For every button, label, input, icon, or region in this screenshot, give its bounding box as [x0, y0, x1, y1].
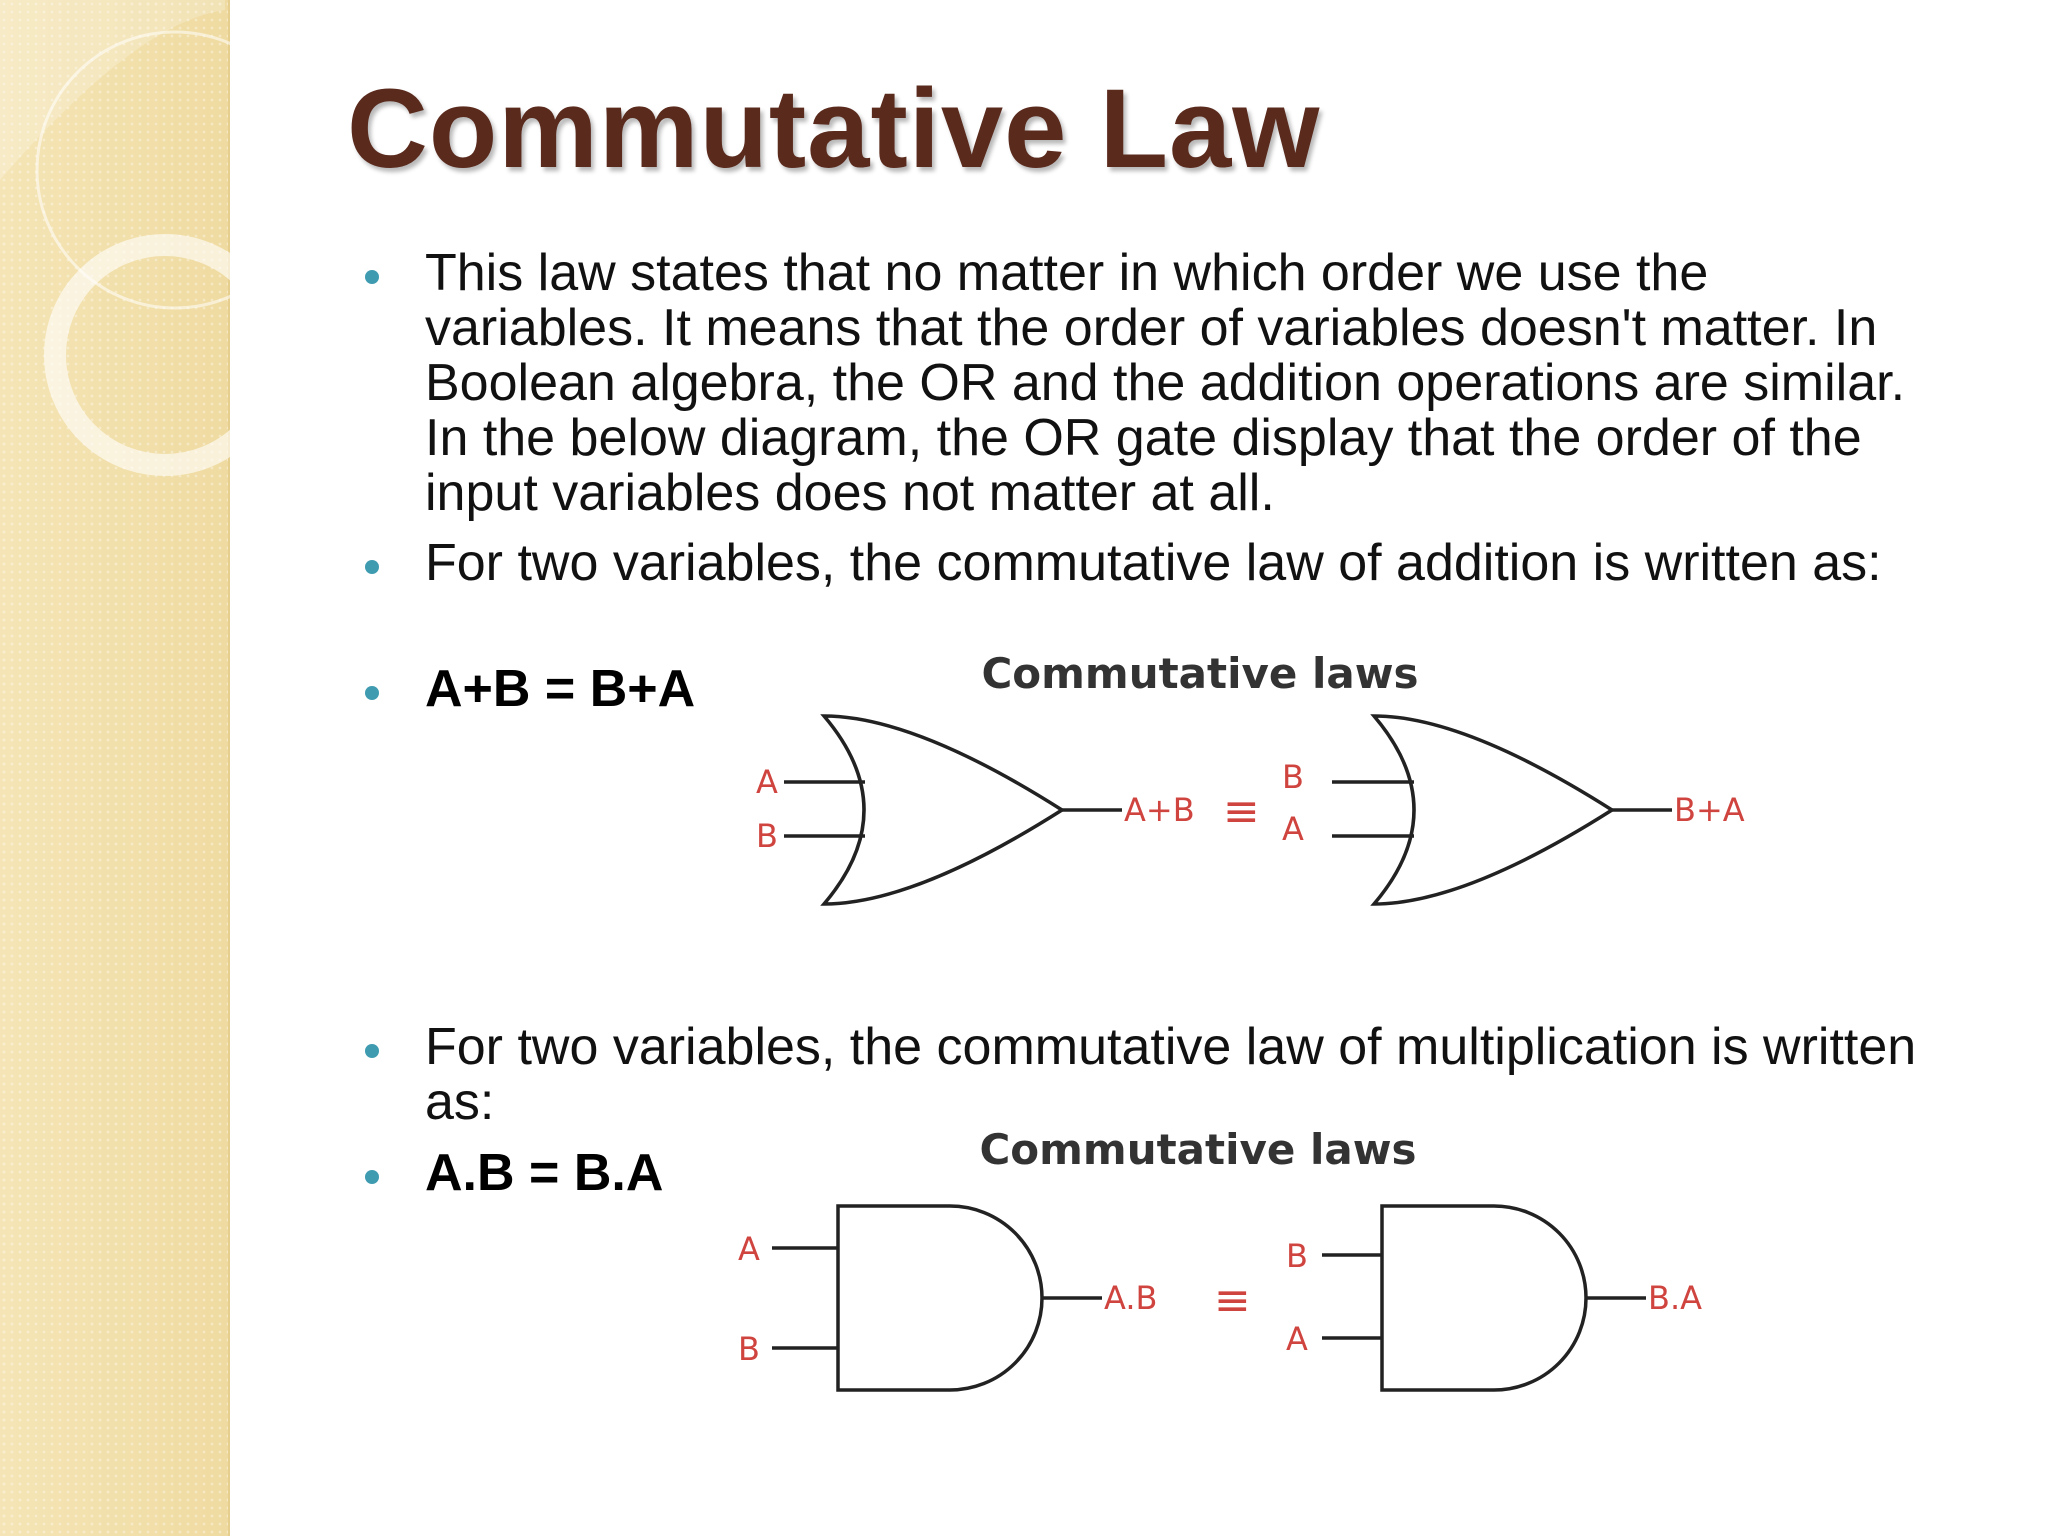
- or-gate-diagram: Commutative laws A B A+B ≡ B A B+A: [720, 640, 1780, 930]
- input-label: A: [738, 1230, 760, 1268]
- bullet-item: A.B = B.A: [365, 1146, 1965, 1201]
- bullet-icon: [365, 270, 379, 284]
- bullet-icon: [365, 1044, 379, 1058]
- bullet-icon: [365, 1170, 379, 1184]
- equation-text: A.B = B.A: [425, 1144, 664, 1202]
- bullet-item: For two variables, the commutative law o…: [365, 536, 1965, 591]
- bullet-text: This law states that no matter in which …: [425, 244, 1906, 522]
- and-gate-right-icon: [1380, 1204, 1588, 1392]
- bullet-item: A+B = B+A: [365, 662, 1965, 717]
- bullet-icon: [365, 686, 379, 700]
- decorative-rings: [0, 0, 240, 476]
- bullet-icon: [365, 560, 379, 574]
- bullet-item: This law states that no matter in which …: [365, 246, 1965, 521]
- bullet-text: For two variables, the commutative law o…: [425, 1018, 1917, 1131]
- input-label: A: [756, 763, 778, 801]
- or-gate-right-icon: [1370, 714, 1616, 906]
- output-label: A.B: [1104, 1279, 1157, 1317]
- equation-text: A+B = B+A: [425, 660, 696, 718]
- output-label: B.A: [1648, 1279, 1702, 1317]
- input-label: B: [1282, 758, 1304, 796]
- bullet-text: For two variables, the commutative law o…: [425, 534, 1882, 592]
- and-gate-diagram: Commutative laws A B A.B ≡ B A B.A: [720, 1118, 1780, 1418]
- output-label: A+B: [1124, 791, 1195, 829]
- diagram-title: Commutative laws: [979, 1125, 1416, 1174]
- and-gate-left-icon: [836, 1204, 1044, 1392]
- or-gate-left-icon: [820, 714, 1066, 906]
- bullet-item: For two variables, the commutative law o…: [365, 1020, 1965, 1130]
- slide-title: Commutative Law: [347, 66, 1321, 191]
- output-label: B+A: [1674, 791, 1745, 829]
- decorative-sidebar: [0, 0, 240, 1536]
- equivalence-symbol: ≡: [1214, 1275, 1251, 1326]
- input-label: A: [1282, 810, 1304, 848]
- input-label: B: [1286, 1237, 1308, 1275]
- equivalence-symbol: ≡: [1223, 786, 1260, 837]
- input-label: A: [1286, 1320, 1308, 1358]
- input-label: B: [756, 817, 778, 855]
- input-label: B: [738, 1330, 760, 1368]
- diagram-title: Commutative laws: [981, 649, 1418, 698]
